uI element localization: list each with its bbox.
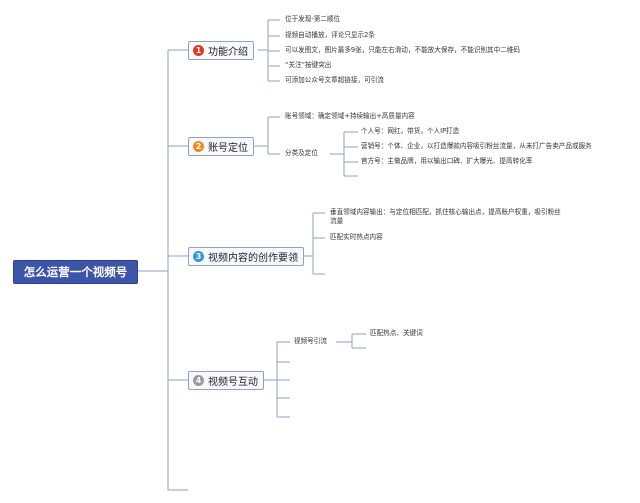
branch-interaction[interactable]: 4 视频号互动 xyxy=(188,371,264,390)
number-3-icon: 3 xyxy=(193,251,204,262)
sub-leaf-item[interactable]: 个人号：网红，带货，个人IP打造 xyxy=(361,127,460,135)
leaf-item[interactable]: 可添加公众号文章超链接，可引流 xyxy=(285,76,384,84)
sub-leaf-item[interactable]: 营销号：个体、企业，以打造爆款内容吸引粉丝流量，从未打广告卖产品或服务 xyxy=(361,142,592,150)
sub-leaf-item[interactable]: 匹配热点、关键词 xyxy=(370,329,423,337)
number-1-icon: 1 xyxy=(193,45,204,56)
leaf-item[interactable]: 视频号引流 xyxy=(294,337,327,345)
branch-label: 账号定位 xyxy=(208,143,248,154)
branch-label: 功能介绍 xyxy=(208,47,248,58)
leaf-item[interactable]: 位于发现-第二顺位 xyxy=(285,15,341,23)
leaf-item[interactable]: 视频自动播放，评论只显示2条 xyxy=(285,31,375,39)
leaf-item[interactable]: 垂直领域内容输出：与定位相匹配，抓住核心输出点，提高账户权重，吸引粉丝流量 xyxy=(330,208,561,225)
number-4-icon: 4 xyxy=(193,375,204,386)
leaf-item[interactable]: “关注”按键突出 xyxy=(285,61,332,69)
branch-feature-intro[interactable]: 1 功能介绍 xyxy=(188,41,254,60)
branch-content-creation[interactable]: 3 视频内容的创作要领 xyxy=(188,247,304,266)
sub-leaf-item[interactable]: 官方号：主做品牌，用以输出口碑、扩大曝光、提高转化率 xyxy=(361,157,533,165)
number-2-icon: 2 xyxy=(193,141,204,152)
leaf-item[interactable]: 匹配实时热点内容 xyxy=(330,233,383,241)
branch-account-positioning[interactable]: 2 账号定位 xyxy=(188,137,254,156)
root-topic[interactable]: 怎么运营一个视频号 xyxy=(13,260,138,284)
branch-label: 视频号互动 xyxy=(208,377,258,388)
leaf-item[interactable]: 分类及定位 xyxy=(285,149,318,157)
leaf-item[interactable]: 账号领域：确定领域+持续输出+高质量内容 xyxy=(285,112,415,120)
leaf-item[interactable]: 可以发图文，图片最多9张，只能左右滑动，不能放大保存，不能识别其中二维码 xyxy=(285,46,520,54)
branch-label: 视频内容的创作要领 xyxy=(208,253,298,264)
